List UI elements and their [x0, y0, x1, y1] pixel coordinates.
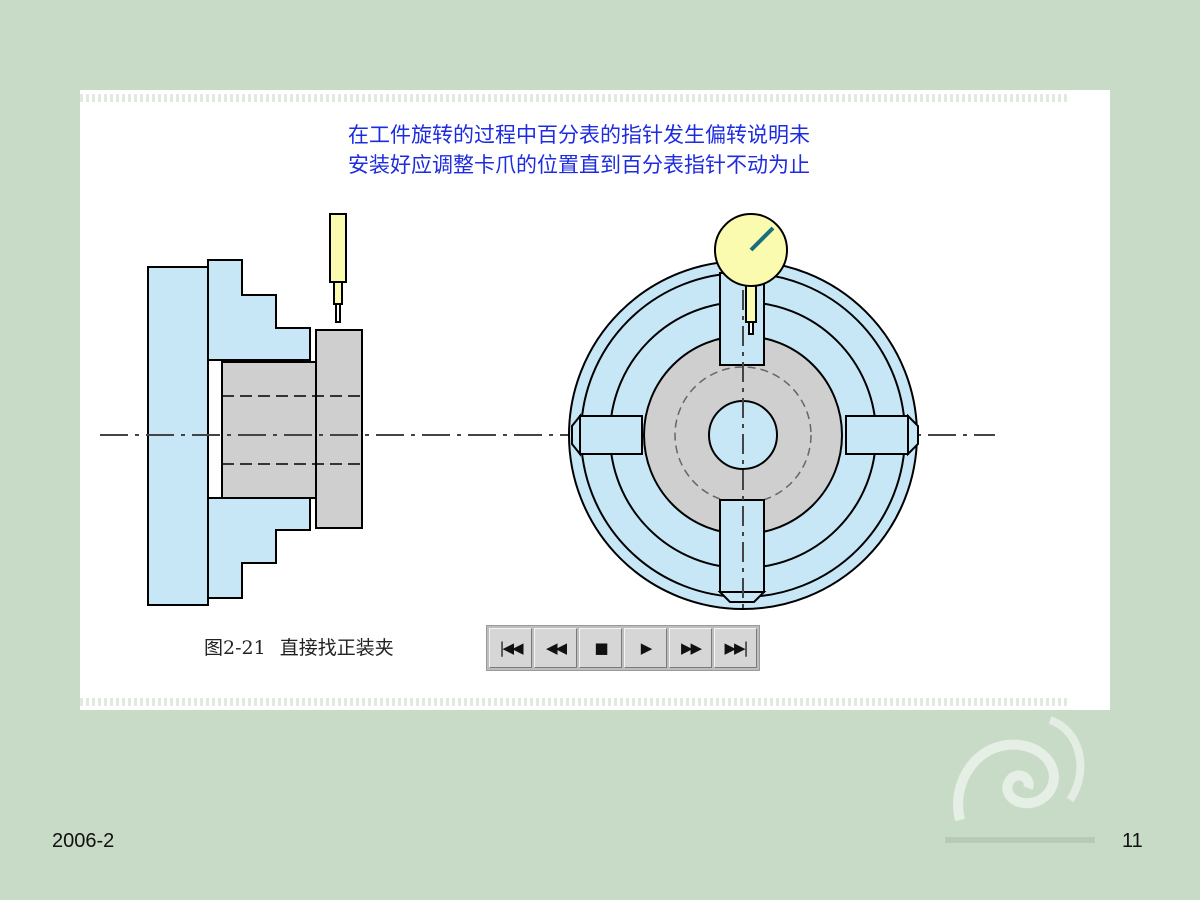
animation-player-controls: |◀◀ ◀◀ ■ ▶ ▶▶ ▶▶| — [486, 625, 760, 671]
skip-last-icon: ▶▶| — [724, 639, 748, 657]
panel-dotted-edge-top — [80, 94, 1070, 102]
figure-label: 图2-21 直接找正装夹 — [204, 633, 408, 660]
caption-line-2: 安装好应调整卡爪的位置直到百分表指针不动为止 — [348, 153, 810, 177]
figure-number: 图2-21 — [204, 637, 266, 659]
slide-content-panel: 在工件旋转的过程中百分表的指针发生偏转说明未 安装好应调整卡爪的位置直到百分表指… — [80, 90, 1110, 710]
decorative-swirl-ornament — [945, 716, 1095, 843]
skip-last-button[interactable]: ▶▶| — [714, 628, 757, 668]
rewind-button[interactable]: ◀◀ — [534, 628, 577, 668]
jaw-left — [579, 415, 643, 455]
footer-page-number: 11 — [1122, 830, 1143, 852]
panel-dotted-edge-bottom — [80, 698, 1070, 706]
fast-forward-button[interactable]: ▶▶ — [669, 628, 712, 668]
stop-icon: ■ — [594, 639, 608, 657]
dial-indicator — [714, 213, 788, 335]
play-icon: ▶ — [640, 639, 652, 657]
animation-caption: 在工件旋转的过程中百分表的指针发生偏转说明未 安装好应调整卡爪的位置直到百分表指… — [348, 120, 988, 180]
side-view-dial-probe — [329, 213, 347, 323]
jaw-right — [845, 415, 909, 455]
chuck-setup-diagram — [100, 213, 995, 610]
play-button[interactable]: ▶ — [624, 628, 667, 668]
figure-title: 直接找正装夹 — [279, 637, 394, 659]
side-view-workpiece — [221, 329, 363, 529]
footer-date: 2006-2 — [52, 830, 115, 852]
fast-forward-icon: ▶▶ — [680, 639, 702, 657]
skip-first-icon: |◀◀ — [499, 639, 523, 657]
rewind-icon: ◀◀ — [545, 639, 567, 657]
caption-line-1: 在工件旋转的过程中百分表的指针发生偏转说明未 — [348, 123, 810, 147]
stop-button[interactable]: ■ — [579, 628, 622, 668]
skip-first-button[interactable]: |◀◀ — [489, 628, 532, 668]
